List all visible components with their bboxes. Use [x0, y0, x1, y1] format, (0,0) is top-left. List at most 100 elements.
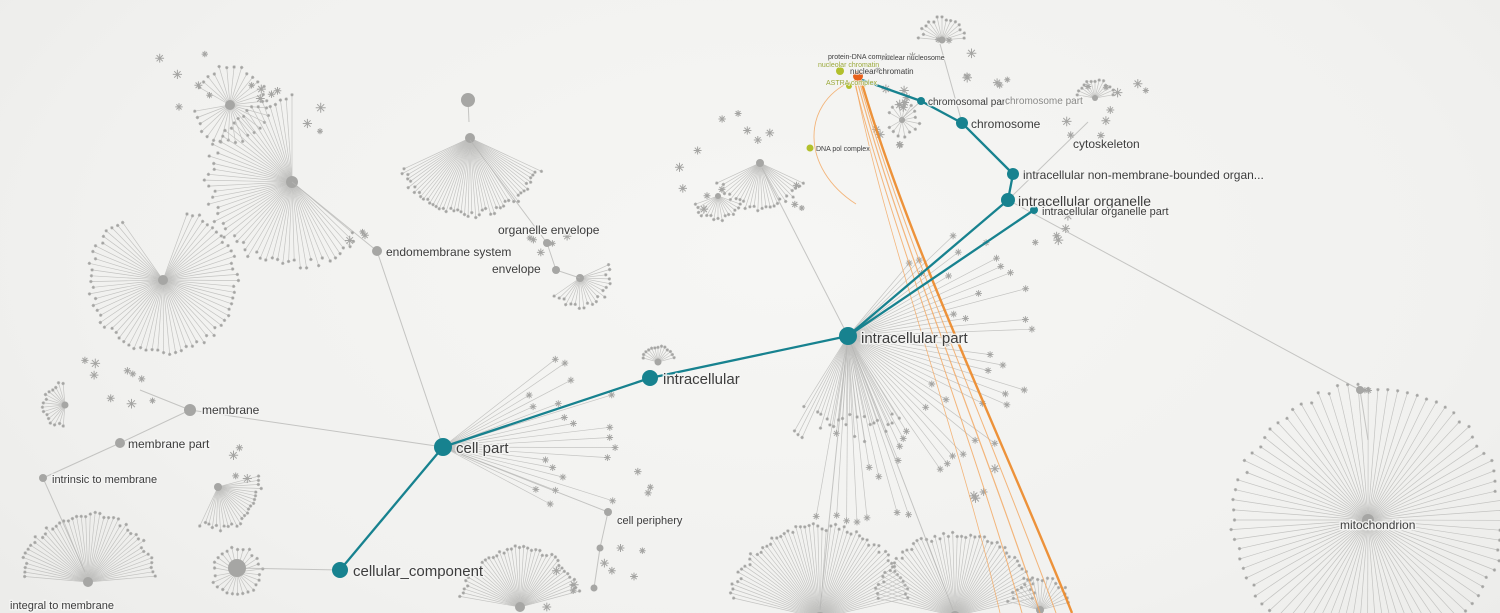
asterisk-node-icon [218, 529, 223, 533]
asterisk-node-icon [905, 587, 910, 591]
gray-node[interactable] [596, 544, 604, 552]
asterisk-node-icon [883, 549, 888, 554]
asterisk-node-icon [837, 527, 841, 531]
asterisk-node-icon [212, 333, 216, 338]
gray-node[interactable] [604, 508, 612, 516]
asterisk-node-icon [91, 303, 95, 308]
asterisk-node-icon [739, 567, 744, 571]
asterisk-node-icon [1237, 547, 1242, 551]
asterisk-node-icon [1028, 578, 1032, 582]
asterisk-node-icon [1013, 555, 1017, 560]
asterisk-node-icon [768, 205, 772, 209]
asterisk-node-icon [273, 102, 278, 107]
asterisk-node-icon [265, 99, 269, 103]
asterisk-node-icon [1233, 488, 1238, 492]
asterisk-node-icon [23, 565, 27, 570]
asterisk-node-icon [522, 189, 526, 193]
asterisk-node-icon [268, 104, 272, 109]
asterisk-node-icon [770, 536, 774, 540]
asterisk-node-icon [962, 36, 966, 40]
node-intracellular_part[interactable] [839, 327, 857, 345]
node-chromosome[interactable] [956, 117, 968, 129]
asterisk-node-icon [861, 537, 865, 541]
asterisk-node-icon [562, 297, 566, 301]
asterisk-node-icon [793, 186, 798, 190]
highlight-node-1[interactable] [836, 67, 844, 75]
asterisk-node-icon [466, 575, 470, 579]
asterisk-node-icon [670, 352, 674, 357]
asterisk-node-icon [1396, 389, 1400, 393]
asterisk-node-icon [863, 514, 871, 522]
node-intracellular_organelle_part[interactable] [1030, 206, 1038, 214]
asterisk-node-icon [748, 563, 752, 567]
gray-node[interactable] [228, 559, 246, 577]
node-chromosomal_part[interactable] [917, 97, 925, 105]
asterisk-node-icon [477, 213, 481, 217]
asterisk-node-icon [868, 422, 872, 427]
asterisk-node-icon [146, 552, 150, 556]
asterisk-node-icon [890, 421, 894, 425]
asterisk-node-icon [957, 23, 961, 27]
asterisk-node-icon [1481, 585, 1485, 589]
highlight-node-3[interactable] [806, 144, 814, 152]
asterisk-node-icon [54, 524, 58, 528]
asterisk-node-icon [214, 230, 219, 234]
asterisk-node-icon [833, 522, 838, 527]
asterisk-node-icon [118, 524, 122, 528]
gray-node[interactable] [115, 438, 125, 448]
asterisk-node-icon [286, 259, 291, 264]
asterisk-node-icon [91, 285, 95, 289]
asterisk-node-icon [786, 529, 790, 533]
asterisk-node-icon [251, 588, 256, 592]
asterisk-node-icon [230, 522, 234, 526]
asterisk-node-icon [604, 285, 608, 290]
node-cellular_component[interactable] [332, 562, 348, 578]
asterisk-node-icon [954, 248, 962, 256]
asterisk-node-icon [426, 197, 430, 201]
node-non_membrane_organelle[interactable] [1007, 168, 1019, 180]
asterisk-node-icon [794, 525, 798, 529]
asterisk-node-icon [876, 596, 880, 600]
gray-node[interactable] [543, 239, 551, 247]
asterisk-node-icon [1011, 596, 1016, 600]
asterisk-node-icon [195, 340, 199, 344]
asterisk-node-icon [437, 207, 441, 211]
node-intracellular_organelle[interactable] [1001, 193, 1015, 207]
asterisk-node-icon [928, 380, 936, 388]
asterisk-node-icon [743, 206, 747, 211]
asterisk-node-icon [1232, 508, 1236, 512]
asterisk-node-icon [255, 556, 259, 561]
gray-node[interactable] [552, 266, 560, 274]
gray-node[interactable] [372, 246, 382, 256]
asterisk-node-icon [549, 464, 557, 471]
node-intracellular[interactable] [642, 370, 658, 386]
asterisk-node-icon [507, 198, 511, 203]
asterisk-node-icon [1111, 88, 1115, 92]
asterisk-node-icon [87, 261, 91, 265]
gray-node[interactable] [590, 584, 598, 592]
asterisk-node-icon [962, 315, 969, 322]
asterisk-node-icon [653, 346, 657, 350]
node-cell_part[interactable] [434, 438, 452, 456]
asterisk-node-icon [1376, 388, 1380, 392]
asterisk-node-icon [213, 574, 217, 578]
fan-cluster [641, 344, 676, 366]
asterisk-node-icon [1023, 582, 1027, 587]
gray-node[interactable] [1356, 386, 1364, 394]
asterisk-node-icon [211, 195, 215, 199]
asterisk-node-icon [951, 530, 955, 535]
gray-node[interactable] [184, 404, 196, 416]
asterisk-node-icon [818, 426, 823, 430]
asterisk-node-icon [1007, 555, 1011, 559]
orange-relation-edge [856, 79, 1041, 613]
highlight-node-2[interactable] [846, 83, 852, 89]
asterisk-node-icon [258, 256, 262, 260]
asterisk-node-icon [93, 257, 98, 261]
gray-node[interactable] [39, 474, 47, 482]
gray-node[interactable] [461, 93, 475, 107]
asterisk-node-icon [1101, 79, 1106, 83]
asterisk-node-icon [659, 344, 664, 348]
highlight-node-0[interactable] [853, 71, 863, 81]
